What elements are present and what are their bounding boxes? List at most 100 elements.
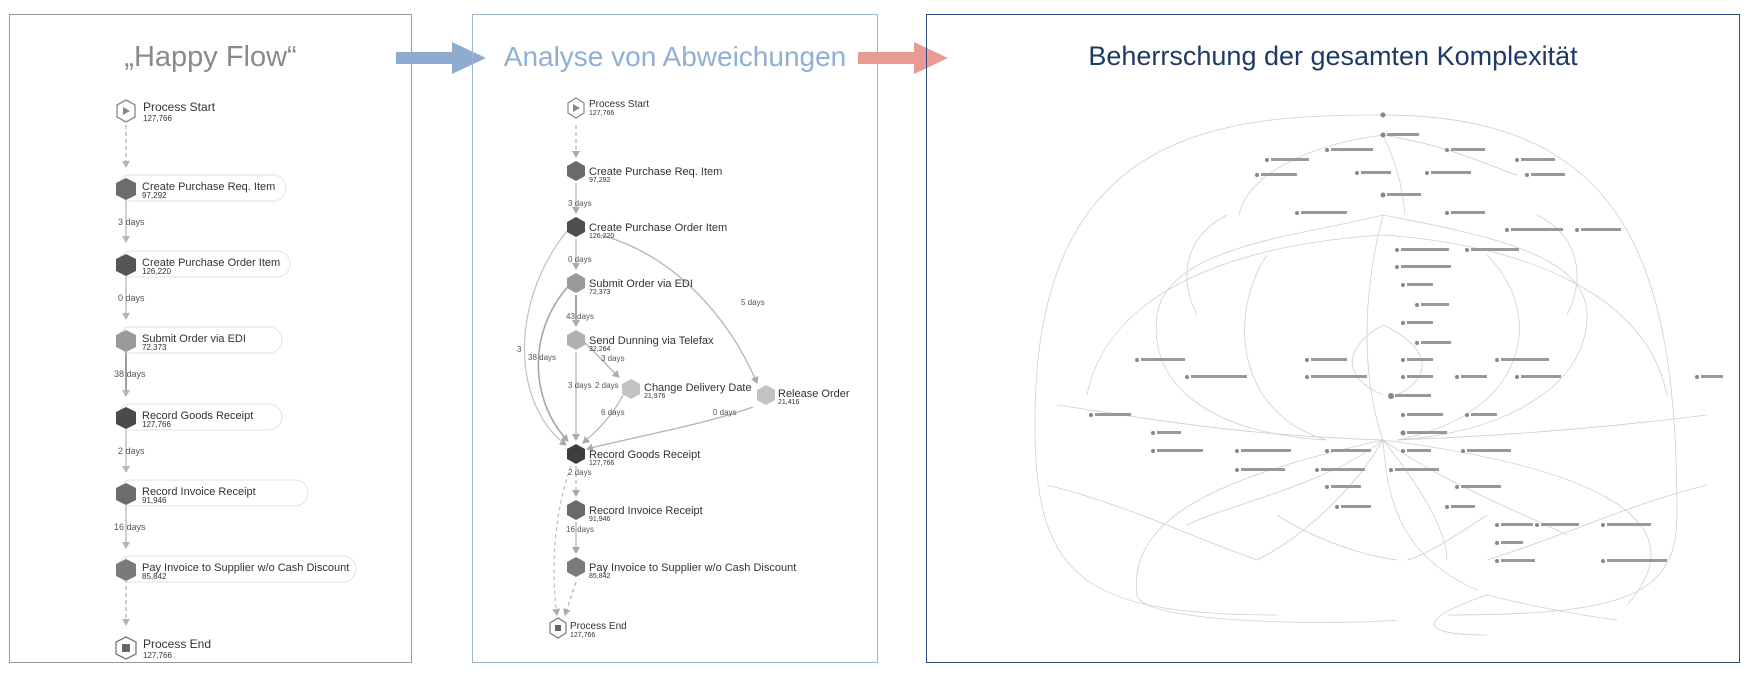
activity-hexagon-icon — [116, 178, 136, 200]
activity-hexagon-icon — [567, 330, 585, 350]
deviations-panel: Analyse von Abweichungen 3 days 0 days 4… — [472, 14, 878, 663]
dev-activity-invoice: Record Invoice Receipt 91,946 — [567, 500, 703, 523]
dev-duration-dunning-goods: 3 days — [568, 381, 592, 390]
stop-icon — [555, 625, 561, 631]
dev-activity-pay: Pay Invoice to Supplier w/o Cash Discoun… — [567, 557, 796, 580]
happy-start-label: Process Start — [143, 100, 216, 114]
dev-edge-order-release — [600, 234, 759, 384]
play-icon — [123, 107, 130, 115]
happy-end-count: 127,766 — [143, 651, 172, 660]
dev-duration-order-edi: 0 days — [568, 255, 592, 264]
dev-process-end: Process End 127,766 — [549, 617, 627, 639]
dev-activity-release-count: 21,416 — [778, 399, 800, 406]
happy-activity-6-label: Pay Invoice to Supplier w/o Cash Discoun… — [142, 562, 349, 574]
activity-hexagon-icon — [567, 217, 585, 237]
transition-arrow-blue — [396, 42, 486, 74]
deviations-title: Analyse von Abweichungen — [503, 41, 847, 72]
dev-edge-release-goods — [586, 406, 754, 452]
transition-arrow-red — [858, 42, 948, 74]
dev-activity-release-label: Release Order — [778, 388, 850, 400]
activity-hexagon-icon — [567, 161, 585, 181]
happy-activity-4-label: Record Goods Receipt — [142, 410, 253, 422]
complexity-edges — [1034, 114, 1708, 636]
happy-start-count: 127,766 — [143, 114, 172, 123]
happy-activity-3: Submit Order via EDI 72,373 — [116, 326, 283, 354]
activity-hexagon-icon — [567, 444, 585, 464]
happy-duration-1: 3 days — [118, 217, 145, 227]
happy-activity-3-count: 72,373 — [142, 343, 167, 352]
dev-duration-order-release: 5 days — [741, 298, 765, 307]
happy-activity-4-count: 127,766 — [142, 420, 171, 429]
dev-duration-release-goods: 0 days — [713, 408, 737, 417]
happy-activity-3-label: Submit Order via EDI — [142, 333, 246, 345]
stop-icon — [122, 644, 130, 652]
dev-activity-pay-label: Pay Invoice to Supplier w/o Cash Discoun… — [589, 562, 796, 574]
activity-hexagon-icon — [757, 385, 775, 405]
dev-activity-goods-count: 127,766 — [589, 460, 614, 467]
happy-duration-5: 16 days — [114, 522, 146, 532]
happy-flow-panel: „Happy Flow“ 3 days 0 days 38 days 2 day… — [9, 14, 412, 663]
dev-duration-change-back: 2 days — [595, 381, 619, 390]
dev-activity-invoice-label: Record Invoice Receipt — [589, 505, 703, 517]
dev-edge-change-goods — [582, 394, 624, 444]
dev-end-count: 127,766 — [570, 632, 595, 639]
dev-activity-req-count: 97,292 — [589, 177, 611, 184]
deviations-diagram: 3 days 0 days 43 days 3 days 2 days 3 da… — [517, 97, 850, 639]
play-icon — [573, 104, 580, 112]
happy-activity-1: Create Purchase Req. Item 97,292 — [116, 174, 287, 202]
happy-duration-3: 38 days — [114, 369, 146, 379]
dev-duration-dunning-change: 3 days — [601, 354, 625, 363]
dev-edge-edi-goods — [537, 282, 572, 442]
dev-activity-release: Release Order 21,416 — [757, 385, 850, 406]
dev-activity-edi-label: Submit Order via EDI — [589, 278, 693, 290]
happy-activity-2-count: 126,220 — [142, 267, 171, 276]
activity-hexagon-icon — [116, 407, 136, 429]
dev-duration-edi-goods: 38 days — [528, 353, 556, 362]
dev-activity-dunning-count: 32,264 — [589, 346, 611, 353]
activity-hexagon-icon — [116, 559, 136, 581]
dev-end-label: Process End — [570, 621, 627, 632]
dev-activity-goods: Record Goods Receipt 127,766 — [567, 444, 700, 467]
happy-activity-4: Record Goods Receipt 127,766 — [116, 403, 283, 431]
happy-activity-2: Create Purchase Order Item 126,220 — [116, 250, 291, 278]
dev-activity-edi-count: 72,373 — [589, 289, 611, 296]
dev-start-label: Process Start — [589, 99, 649, 110]
happy-end-label: Process End — [143, 637, 211, 651]
happy-process-end: Process End 127,766 — [115, 636, 211, 660]
dev-duration-goods-invoice: 2 days — [568, 468, 592, 477]
activity-hexagon-icon — [116, 483, 136, 505]
activity-hexagon-icon — [567, 557, 585, 577]
complexity-node-labels — [1095, 133, 1723, 562]
activity-hexagon-icon — [116, 254, 136, 276]
dev-process-start: Process Start 127,766 — [567, 97, 649, 119]
dev-activity-change-count: 21,976 — [644, 393, 666, 400]
happy-activity-5-label: Record Invoice Receipt — [142, 486, 256, 498]
dev-activity-change-label: Change Delivery Date — [644, 382, 752, 394]
activity-hexagon-icon — [622, 379, 640, 399]
happy-activity-5-count: 91,946 — [142, 496, 167, 505]
dev-activity-order: Create Purchase Order Item 126,220 — [567, 217, 727, 240]
dev-edge-goods-end — [552, 465, 572, 616]
happy-activity-2-label: Create Purchase Order Item — [142, 257, 280, 269]
dev-duration-change-goods: 6 days — [601, 408, 625, 417]
complexity-nodes — [1089, 112, 1699, 563]
dev-activity-change: Change Delivery Date 21,976 — [622, 379, 752, 400]
dev-activity-invoice-count: 91,946 — [589, 516, 611, 523]
happy-flow-title: „Happy Flow“ — [124, 41, 297, 73]
dev-activity-dunning: Send Dunning via Telefax 32,264 — [567, 330, 714, 353]
dev-activity-order-label: Create Purchase Order Item — [589, 222, 727, 234]
complexity-panel: Beherrschung der gesamten Komplexität — [926, 14, 1740, 663]
activity-hexagon-icon — [567, 500, 585, 520]
happy-process-start: Process Start 127,766 — [116, 99, 216, 123]
dev-activity-req: Create Purchase Req. Item 97,292 — [567, 161, 722, 184]
happy-activity-1-label: Create Purchase Req. Item — [142, 181, 275, 193]
dev-start-count: 127,766 — [589, 110, 614, 117]
complexity-process-map — [1034, 112, 1723, 636]
happy-activity-5: Record Invoice Receipt 91,946 — [116, 479, 309, 507]
happy-duration-2: 0 days — [118, 293, 145, 303]
dev-duration-order-goods: 3 — [517, 345, 522, 354]
dev-duration-invoice-pay: 16 days — [566, 525, 594, 534]
happy-activity-6: Pay Invoice to Supplier w/o Cash Discoun… — [116, 555, 357, 583]
dev-activity-pay-count: 85,842 — [589, 573, 611, 580]
dev-edge-dunning-change — [582, 340, 620, 378]
